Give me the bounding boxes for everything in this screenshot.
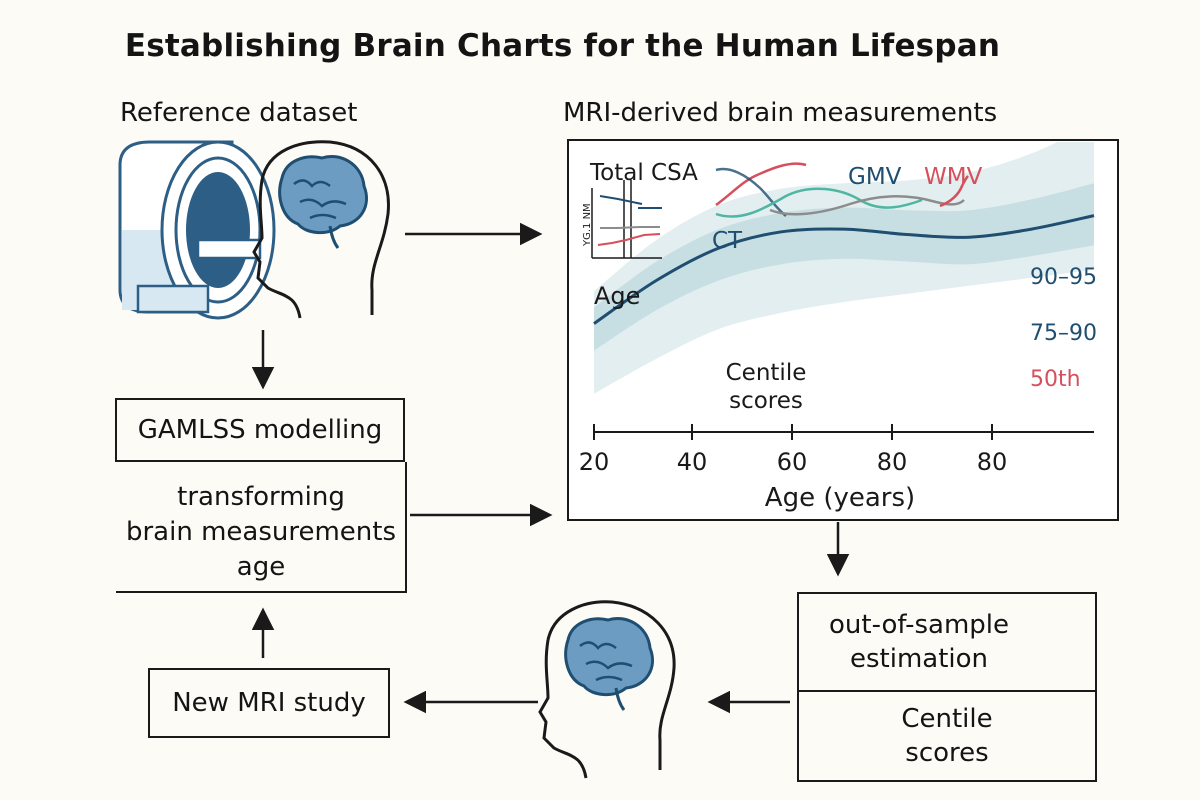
gamlss-modelling-box: GAMLSS modelling [115,398,405,462]
oos-line-1: out-of-sample [829,610,1009,640]
x-tick-label: 20 [579,448,610,476]
blue-curve [715,167,787,217]
x-axis [593,424,1094,440]
transform-line-2: brain measurements [125,517,397,547]
ct-label: CT [712,228,743,254]
centile-band-outer [594,142,1094,394]
x-axis-label: Age (years) [765,483,915,513]
mri-scanner-icon [118,140,276,320]
mri-measurements-label: MRI-derived brain measurements [563,98,998,128]
band-label-75-90: 75–90 [1030,321,1097,346]
out-of-sample-box: out-of-sample estimation Centile scores [797,592,1097,782]
transform-line-1: transforming [177,482,345,512]
new-mri-study-box: New MRI study [148,668,390,738]
oos-divider [799,690,1095,692]
median-centile-line [593,214,1095,325]
mini-inset-chart [591,180,662,259]
head-profile-icon [252,140,390,319]
teal-curve [715,187,923,218]
x-tick-label: 80 [877,448,908,476]
x-tick-label: 80 [977,448,1008,476]
head-profile-icon-bottom [538,600,676,779]
centile-box-line-2: scores [905,738,989,768]
transform-line-3: age [236,552,286,582]
band-label-50th: 50th [1030,367,1081,392]
centile-scores-box: Centile scores [799,692,1095,780]
mini-axis-label: YG.1 NM [582,203,593,247]
centile-box-line-1: Centile [901,704,993,734]
reference-dataset-label: Reference dataset [120,98,358,128]
red-curve [715,162,807,207]
red-hook [939,175,969,208]
total-csa-label: Total CSA [589,160,698,186]
wmv-label: WMV [924,164,983,190]
transform-bracket [116,462,407,593]
gray-curve [769,195,965,216]
x-tick-label: 60 [777,448,808,476]
age-inner-label: Age [594,282,640,310]
centile-scores-inner-line2: scores [729,388,803,414]
page-title: Establishing Brain Charts for the Human … [124,28,1001,64]
centile-scores-inner-line1: Centile [726,360,807,386]
x-tick-label: 40 [677,448,708,476]
band-label-90-95: 90–95 [1030,265,1097,290]
transform-text: transforming brain measurements age [115,480,407,585]
centile-band-inner [594,183,1094,351]
centile-chart [593,142,1095,394]
gmv-label: GMV [848,164,902,190]
out-of-sample-text: out-of-sample estimation [799,594,1039,690]
oos-line-2: estimation [849,644,989,674]
